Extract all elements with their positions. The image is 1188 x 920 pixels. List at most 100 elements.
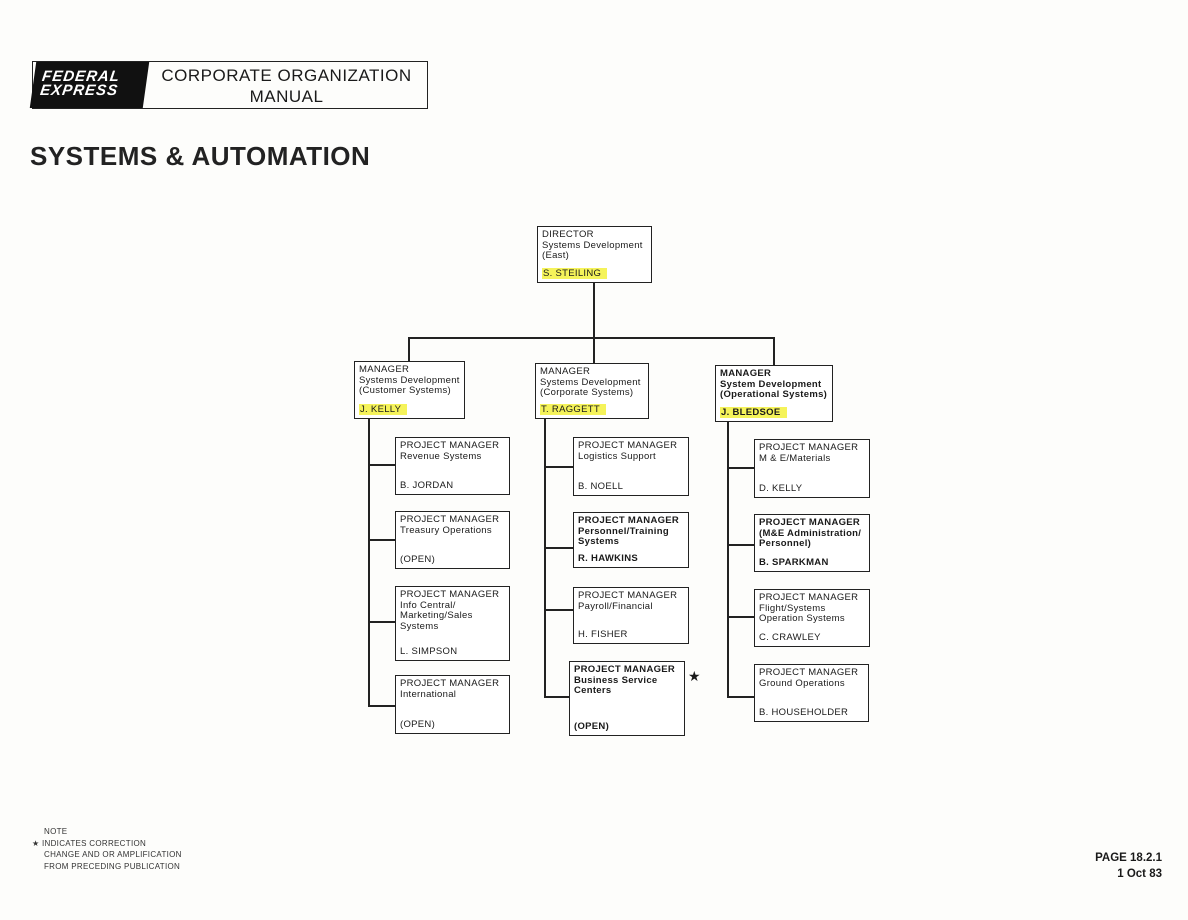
- department: Operation Systems: [759, 613, 845, 624]
- person-name: J. KELLY: [359, 403, 408, 415]
- department: (Corporate Systems): [540, 387, 634, 398]
- note-line: ★ INDICATES CORRECTION: [32, 838, 147, 848]
- department: Ground Operations: [759, 677, 845, 689]
- position-title: MANAGER: [540, 366, 591, 377]
- connector-line: [727, 696, 755, 698]
- person-name: B. NOELL: [578, 480, 624, 492]
- department: Personnel): [759, 538, 812, 549]
- department: Centers: [574, 685, 612, 696]
- position-title: PROJECT MANAGER: [574, 664, 676, 675]
- connector-line: [544, 418, 546, 698]
- director-box: DIRECTOR Systems Development (East) S. S…: [537, 226, 652, 283]
- project-manager-box: PROJECT MANAGER Ground Operations B. HOU…: [754, 664, 869, 722]
- person-name: T. RAGGETT: [540, 403, 606, 415]
- department: Systems: [400, 620, 439, 632]
- person-name: C. CRAWLEY: [759, 631, 821, 643]
- department: Business Service: [574, 674, 658, 686]
- person-name: (OPEN): [400, 718, 436, 730]
- position-title: PROJECT MANAGER: [400, 589, 500, 600]
- department: Revenue Systems: [400, 450, 482, 462]
- department: (East): [542, 250, 570, 261]
- project-manager-box: PROJECT MANAGER Personnel/Training Syste…: [573, 512, 689, 568]
- connector-line: [727, 544, 755, 546]
- position-title: PROJECT MANAGER: [759, 667, 859, 678]
- person-name: B. SPARKMAN: [759, 556, 829, 568]
- correction-star-icon: ★: [688, 668, 701, 684]
- person-name: B. JORDAN: [400, 479, 454, 491]
- department: M & E/Materials: [759, 452, 831, 464]
- connector-line: [593, 282, 595, 339]
- position-title: PROJECT MANAGER: [759, 592, 859, 603]
- position-title: PROJECT MANAGER: [578, 440, 678, 451]
- project-manager-box: PROJECT MANAGER Treasury Operations (OPE…: [395, 511, 510, 569]
- department: Systems: [578, 536, 620, 547]
- person-name: L. SIMPSON: [400, 645, 458, 657]
- project-manager-box: PROJECT MANAGER (M&E Administration/ Per…: [754, 514, 870, 572]
- department: Systems Development: [540, 376, 641, 388]
- department: Flight/Systems: [759, 602, 826, 614]
- connector-line: [544, 609, 574, 611]
- position-title: MANAGER: [720, 368, 772, 379]
- position-title: PROJECT MANAGER: [578, 590, 678, 601]
- note-line: NOTE: [44, 827, 68, 836]
- person-name: S. STEILING: [542, 267, 608, 279]
- position-title: PROJECT MANAGER: [578, 515, 680, 526]
- note-line: CHANGE AND OR AMPLIFICATION: [44, 850, 182, 859]
- department: System Development: [720, 378, 822, 390]
- department: Info Central/: [400, 599, 456, 611]
- department: International: [400, 688, 457, 700]
- page-title: SYSTEMS & AUTOMATION: [30, 141, 371, 171]
- project-manager-box: PROJECT MANAGER Revenue Systems B. JORDA…: [395, 437, 510, 495]
- position-title: DIRECTOR: [542, 229, 594, 240]
- person-name: J. BLEDSOE: [720, 406, 787, 418]
- manual-title: CORPORATE ORGANIZATION MANUAL: [146, 62, 427, 108]
- department: Payroll/Financial: [578, 600, 653, 612]
- person-name: D. KELLY: [759, 482, 803, 494]
- manual-title-line2: MANUAL: [249, 87, 324, 106]
- department: Systems Development: [542, 239, 643, 251]
- connector-line: [368, 464, 396, 466]
- department: (Operational Systems): [720, 389, 828, 400]
- connector-line: [773, 337, 775, 366]
- connector-line: [368, 418, 370, 707]
- department: Personnel/Training: [578, 525, 669, 537]
- manager-box-corporate-systems: MANAGER Systems Development (Corporate S…: [535, 363, 649, 419]
- manual-title-line1: CORPORATE ORGANIZATION: [161, 66, 412, 85]
- position-title: PROJECT MANAGER: [400, 440, 500, 451]
- connector-line: [408, 337, 775, 339]
- person-name: (OPEN): [400, 553, 436, 565]
- department: Systems Development: [359, 374, 460, 386]
- connector-line: [368, 621, 396, 623]
- position-title: PROJECT MANAGER: [759, 442, 859, 453]
- publication-date: 1 Oct 83: [1117, 868, 1162, 880]
- position-title: PROJECT MANAGER: [759, 517, 861, 528]
- project-manager-box: PROJECT MANAGER Flight/Systems Operation…: [754, 589, 870, 647]
- project-manager-box: PROJECT MANAGER Payroll/Financial H. FIS…: [573, 587, 689, 644]
- connector-line: [544, 696, 570, 698]
- connector-line: [368, 705, 396, 707]
- manager-box-customer-systems: MANAGER Systems Development (Customer Sy…: [354, 361, 465, 419]
- person-name: (OPEN): [574, 720, 610, 732]
- department: (Customer Systems): [359, 385, 451, 396]
- position-title: PROJECT MANAGER: [400, 514, 500, 525]
- note-line: FROM PRECEDING PUBLICATION: [44, 861, 181, 871]
- connector-line: [408, 337, 410, 362]
- project-manager-box: PROJECT MANAGER M & E/Materials D. KELLY: [754, 439, 870, 498]
- connector-line: [727, 467, 755, 469]
- position-title: PROJECT MANAGER: [400, 678, 500, 689]
- project-manager-box: PROJECT MANAGER Info Central/ Marketing/…: [395, 586, 510, 661]
- project-manager-box: PROJECT MANAGER International (OPEN): [395, 675, 510, 734]
- connector-line: [593, 337, 595, 364]
- person-name: H. FISHER: [578, 628, 628, 640]
- correction-note: NOTE ★ INDICATES CORRECTION CHANGE AND O…: [32, 826, 182, 872]
- project-manager-box: PROJECT MANAGER Business Service Centers…: [569, 661, 685, 736]
- connector-line: [544, 547, 574, 549]
- person-name: R. HAWKINS: [578, 552, 638, 564]
- person-name: B. HOUSEHOLDER: [759, 706, 849, 718]
- department: Treasury Operations: [400, 524, 492, 536]
- connector-line: [727, 616, 755, 618]
- department: Marketing/Sales: [400, 610, 473, 621]
